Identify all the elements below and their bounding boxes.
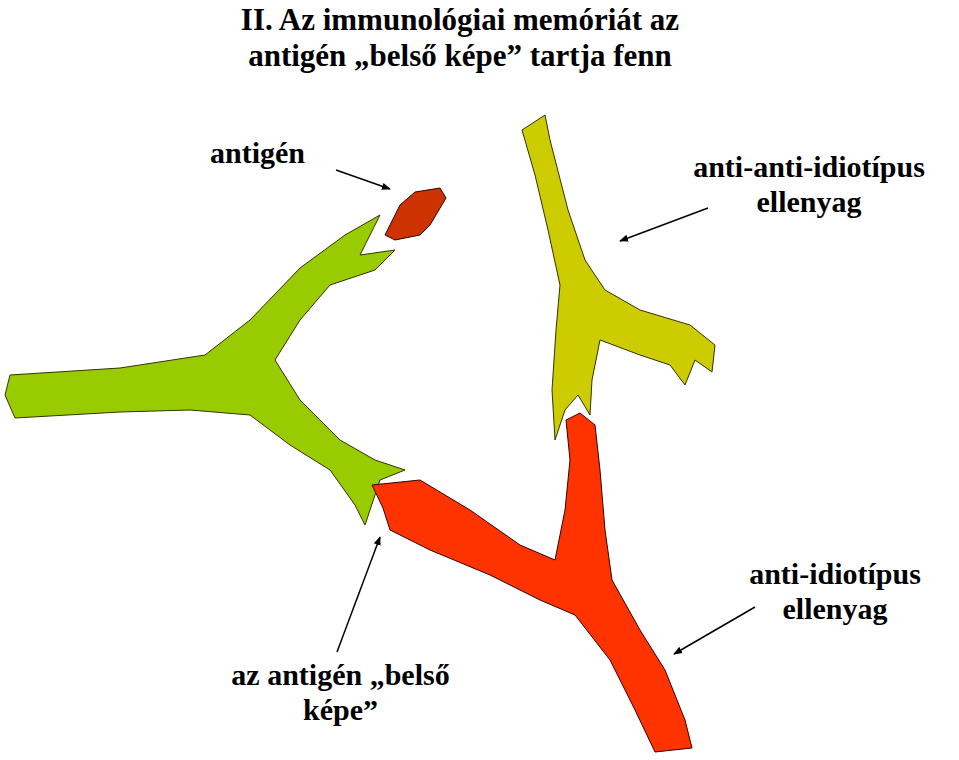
leader-arrow xyxy=(620,208,708,241)
antigen-shape xyxy=(385,188,446,240)
callout-label: anti-idiotípus ellenyag xyxy=(715,557,955,626)
callout-label: az antigén „belső képe” xyxy=(228,658,453,727)
red-antibody xyxy=(372,413,692,752)
leader-arrow xyxy=(337,537,380,652)
callout-label: antigén xyxy=(210,136,305,171)
leader-arrow xyxy=(336,170,390,189)
callout-label: anti-anti-idiotípus ellenyag xyxy=(664,150,954,219)
leader-arrow xyxy=(674,607,755,654)
yellow-antibody xyxy=(522,115,715,440)
slide-title: II. Az immunológiai memóriát az antigén … xyxy=(195,2,725,73)
green-antibody xyxy=(5,215,405,525)
